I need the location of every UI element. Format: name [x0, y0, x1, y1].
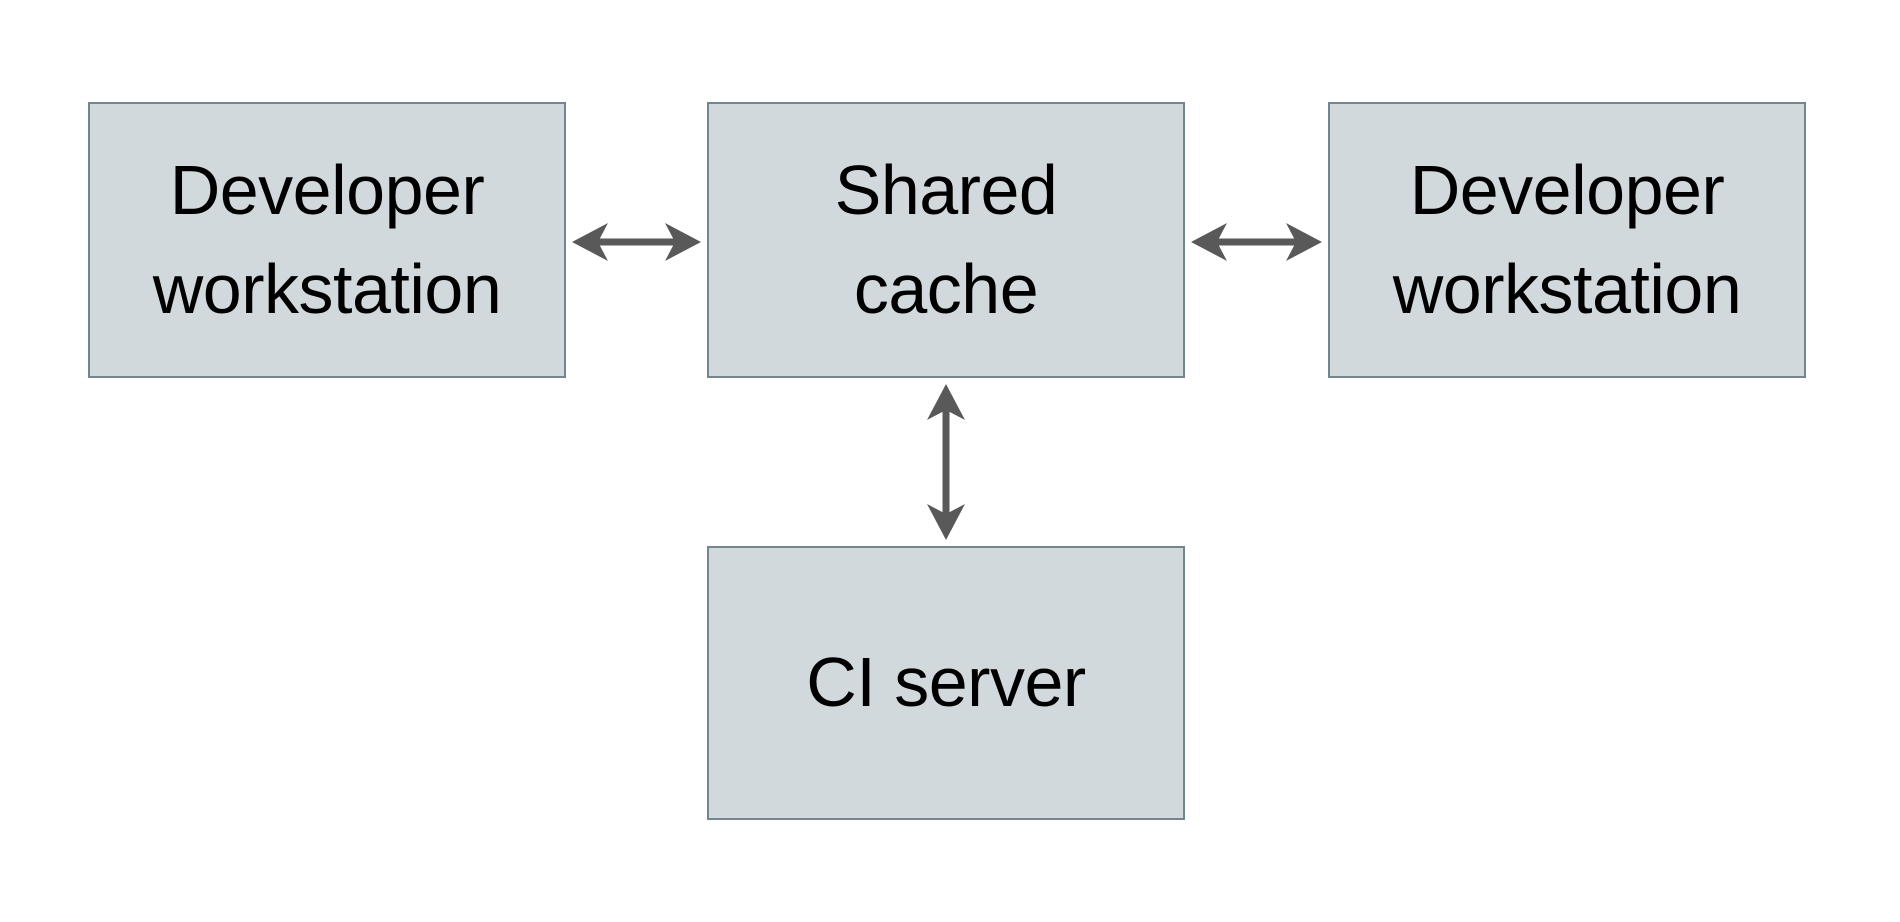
- node-label: Developer workstation: [1392, 150, 1742, 328]
- arrowhead: [927, 504, 965, 540]
- node-label: CI server: [806, 643, 1086, 722]
- arrow-shaft: [1217, 238, 1296, 246]
- arrow-shaft: [942, 410, 950, 514]
- arrowhead: [927, 384, 965, 420]
- node-ci-server: CI server: [707, 546, 1185, 820]
- arrowhead: [1286, 223, 1322, 261]
- arrow-shaft: [598, 238, 675, 246]
- node-developer-workstation-right: Developer workstation: [1328, 102, 1806, 378]
- node-developer-workstation-left: Developer workstation: [88, 102, 566, 378]
- node-shared-cache: Shared cache: [707, 102, 1185, 378]
- node-label: Developer workstation: [152, 150, 502, 328]
- bidirectional-arrow-icon: [1191, 223, 1322, 261]
- arrowhead: [665, 223, 701, 261]
- arrowhead: [572, 223, 608, 261]
- bidirectional-arrow-icon: [927, 384, 965, 540]
- node-label: Shared cache: [834, 150, 1058, 328]
- arrowhead: [1191, 223, 1227, 261]
- bidirectional-arrow-icon: [572, 223, 701, 261]
